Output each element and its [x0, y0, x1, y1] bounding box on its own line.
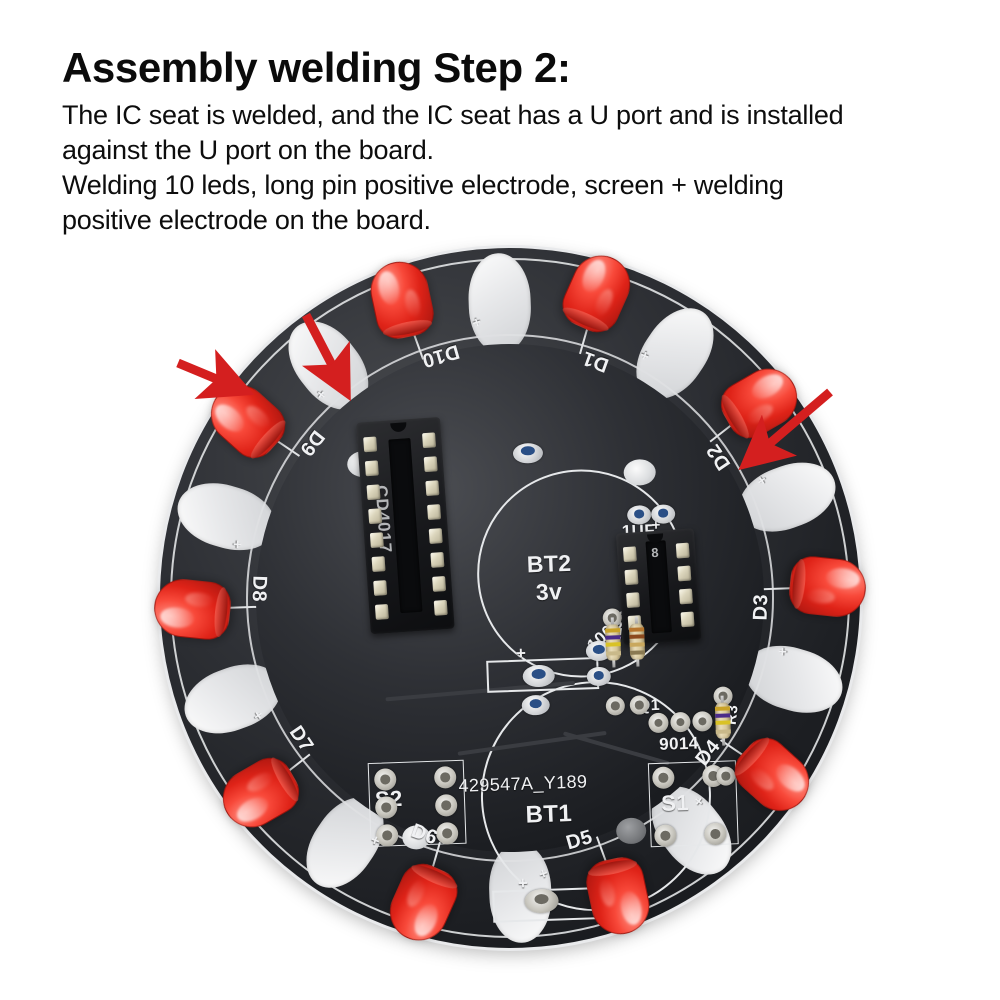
ic-socket-pin — [680, 611, 695, 628]
ic-socket-pin — [626, 592, 641, 609]
ic-socket-pin — [373, 579, 388, 596]
pcb-board: BT2 3v 429547A_Y189 BT1 100UF 1UF R1 R2 … — [147, 235, 873, 961]
instruction-paragraph: The IC seat is welded, and the IC seat h… — [62, 98, 942, 238]
solder-pad-cap1uf-b — [650, 504, 676, 525]
ic-socket-pin — [374, 603, 389, 620]
ic-socket-pin — [425, 479, 440, 496]
ic-socket-pin — [428, 527, 443, 544]
ic-socket-pin — [678, 588, 693, 605]
silk-plus-d3: + — [774, 646, 792, 656]
resistor-r3 — [714, 695, 732, 746]
silk-label-bt2-voltage: 3v — [535, 578, 563, 606]
led-d8[interactable] — [151, 576, 234, 642]
instruction-line-1: The IC seat is welded, and the IC seat h… — [62, 100, 844, 131]
instruction-line-3: Welding 10 leds, long pin positive elect… — [62, 170, 784, 201]
ic-socket-pin — [371, 555, 386, 572]
ic-socket-marking: 8 — [650, 544, 661, 561]
ic-socket-pin — [423, 455, 438, 472]
ic-socket-pin — [366, 483, 381, 500]
instruction-line-2: against the U port on the board. — [62, 135, 434, 166]
silk-label-q1-part: 9014 — [658, 733, 699, 754]
ic-socket-pin — [363, 435, 378, 452]
instruction-line-4: positive electrode on the board. — [62, 205, 431, 236]
ic-socket-pin — [421, 431, 436, 448]
instruction-text-block: Assembly welding Step 2: The IC seat is … — [62, 44, 942, 238]
pcb-photo-stage: BT2 3v 429547A_Y189 BT1 100UF 1UF R1 R2 … — [0, 230, 1000, 1000]
mount-hole — [623, 458, 657, 486]
silk-label-d8: D8 — [247, 575, 271, 603]
silk-label-bt1-code: 429547A_Y189 — [458, 771, 588, 796]
silk-plus-d8: + — [228, 540, 246, 550]
ic-socket-pin — [677, 565, 692, 582]
resistor-r1 — [604, 617, 622, 668]
solder-pad — [512, 442, 544, 464]
led-d3[interactable] — [786, 554, 869, 620]
page-title: Assembly welding Step 2: — [62, 44, 571, 91]
ic-socket-pin — [426, 503, 442, 520]
ic-socket-pin — [624, 569, 639, 586]
silk-label-bt2: BT2 — [526, 549, 572, 578]
ic-socket-u-port-notch — [390, 422, 407, 433]
resistor-r2 — [628, 616, 646, 667]
ic-socket-pin — [622, 546, 637, 563]
silk-label-d3: D3 — [749, 593, 773, 621]
silk-label-bt1: BT1 — [525, 799, 573, 829]
ic-socket-cd4017[interactable]: CD4017 — [356, 416, 455, 635]
ic-socket-pin — [675, 542, 690, 559]
ic-socket-pin — [432, 575, 447, 592]
ic-socket-pin — [433, 599, 448, 616]
ic-socket-pin — [369, 531, 384, 548]
solder-pad-q1 — [692, 711, 713, 732]
ic-socket-pin — [368, 507, 383, 524]
ic-socket-slot — [388, 438, 423, 614]
ic-socket-pin — [430, 551, 445, 568]
ic-socket-pin — [364, 459, 379, 476]
